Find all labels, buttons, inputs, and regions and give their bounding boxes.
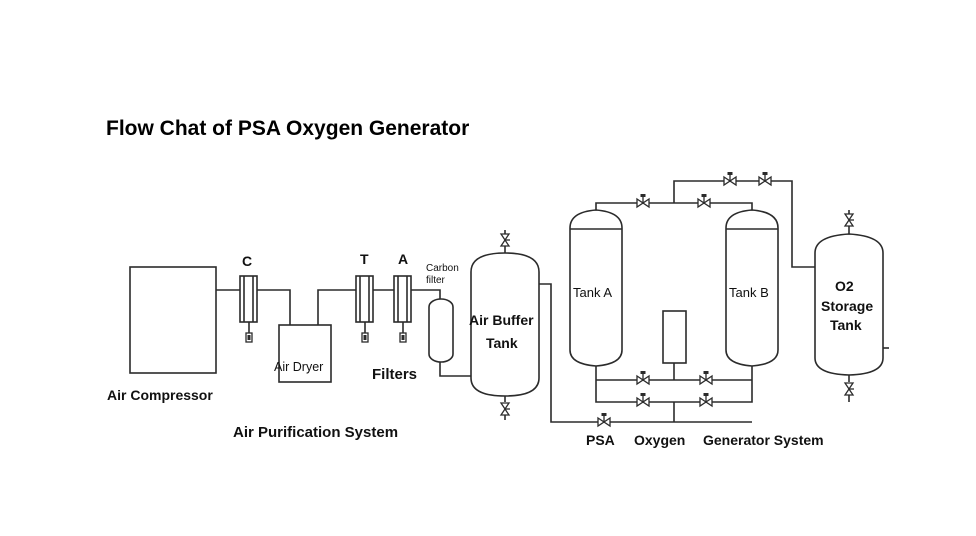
top-valve-a-icon [636, 193, 650, 208]
buffer-drain-valve-icon [500, 402, 511, 416]
silencer [662, 310, 687, 364]
tank-a-label: Tank A [573, 285, 612, 300]
filter-a-drain-icon [399, 332, 407, 343]
filter-a [393, 275, 412, 323]
carbon-filter-label-line1: Carbon [426, 263, 459, 274]
psa-label: PSA [586, 432, 615, 448]
pipe-carbon-to-buffer [439, 362, 471, 377]
air-buffer-label-line1: Air Buffer [469, 312, 534, 328]
exhaust-valve-b-icon [699, 370, 713, 385]
o2-check-valve-icon [758, 171, 772, 186]
filter-c-drain-icon [245, 332, 253, 343]
page-title: Flow Chat of PSA Oxygen Generator [106, 117, 469, 140]
feed-valve-a-icon [636, 392, 650, 407]
filter-c [239, 275, 258, 323]
air-dryer-label: Air Dryer [274, 360, 323, 374]
air-buffer-label-line2: Tank [486, 335, 518, 351]
feed-valve-b-icon [699, 392, 713, 407]
psa-inlet-valve-icon [597, 412, 611, 427]
filter-t [355, 275, 374, 323]
air-compressor-box [129, 266, 217, 374]
pipe-top-manifold [595, 202, 753, 210]
buffer-safety-valve-icon [500, 233, 511, 247]
tank-b-label: Tank B [729, 285, 769, 300]
o2-outlet-valve-icon [723, 171, 737, 186]
carbon-filter-label-line2: filter [426, 275, 446, 286]
air-dryer-box [278, 324, 332, 383]
o2-drain-valve-icon [844, 382, 855, 396]
oxygen-label: Oxygen [634, 432, 685, 448]
o2-label-line3: Tank [830, 317, 862, 333]
pipe-c-to-dryer [257, 289, 291, 325]
pipe-dryer-to-t [317, 289, 356, 325]
top-valve-b-icon [697, 193, 711, 208]
air-compressor-label: Air Compressor [107, 387, 213, 403]
o2-safety-valve-icon [844, 213, 855, 227]
tank-b [725, 209, 779, 367]
carbon-filter [428, 298, 454, 363]
filter-c-label: C [242, 253, 252, 269]
exhaust-valve-a-icon [636, 370, 650, 385]
filter-t-drain-icon [361, 332, 369, 343]
air-buffer-tank [470, 252, 540, 397]
o2-label-line1: O2 [835, 278, 854, 294]
filter-a-label: A [398, 251, 408, 267]
pipe-a-to-carbon [411, 289, 441, 299]
filter-t-label: T [360, 251, 369, 267]
generator-system-label: Generator System [703, 432, 824, 448]
pipe-buffer-to-psa [539, 283, 752, 423]
o2-label-line2: Storage [821, 298, 873, 314]
filters-label: Filters [372, 366, 417, 383]
tank-a [569, 209, 623, 367]
air-purification-system-label: Air Purification System [233, 424, 398, 441]
o2-storage-tank [814, 233, 884, 376]
